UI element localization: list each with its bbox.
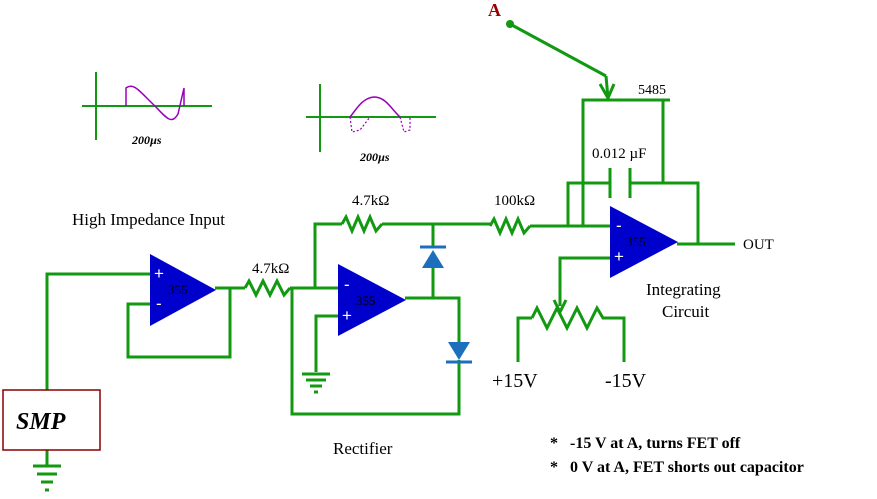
integrating-circuit-label-line1: Integrating: [646, 280, 721, 299]
integrating-circuit-label-line2: Circuit: [662, 302, 709, 321]
waveform-period-1: 200µs: [131, 133, 162, 147]
smp-box: [2, 389, 101, 451]
wire-integrator-plus: [558, 256, 610, 306]
wire-buffer-feedback: [126, 288, 232, 359]
fet-gate-arrow: [598, 75, 616, 102]
potentiometer-wiper[interactable]: [552, 299, 568, 316]
opamp-rectifier-plus: +: [342, 306, 352, 325]
wire-gate-a: [509, 22, 607, 78]
opamp-integrator-plus: +: [614, 247, 624, 266]
point-a-label: A: [488, 0, 501, 20]
wire-left-bus: [290, 288, 461, 416]
wire-integrator-left: [566, 181, 610, 226]
ground-rectifier: [302, 372, 330, 394]
waveform-sine: 200µs: [82, 72, 212, 147]
waveform-rectified: 200µs: [306, 84, 436, 164]
capacitor: [608, 168, 632, 198]
resistor-input: [243, 277, 292, 299]
wire-integrator-right: [630, 181, 700, 244]
out-label: OUT: [743, 237, 774, 253]
potentiometer: [530, 304, 608, 332]
wire-rectifier-ground: [314, 314, 340, 372]
notes: * -15 V at A, turns FET off * 0 V at A, …: [550, 435, 804, 476]
opamp-integrator-minus: -: [616, 216, 622, 235]
wire-pot-left: [516, 316, 532, 362]
capacitor-label: 0.012 µF: [592, 146, 647, 162]
fet-label: 5485: [638, 83, 666, 98]
wire-smp-to-buffer: [45, 272, 150, 390]
waveform-period-2: 200µs: [359, 150, 390, 164]
note-text-1: -15 V at A, turns FET off: [570, 435, 741, 452]
diode-upper: [420, 245, 446, 268]
circuit-wires: [45, 22, 735, 416]
opamp-buffer-model: 355: [168, 282, 188, 297]
wire-feedback-top: [313, 222, 342, 288]
point-a-terminal[interactable]: [506, 20, 514, 28]
wire-rectifier-out: [405, 296, 461, 345]
resistor-feedback: [340, 213, 384, 235]
minus15-label: -15V: [605, 370, 647, 392]
wire-fet-right: [627, 98, 665, 183]
r-integrator-label: 100kΩ: [494, 193, 535, 209]
opamp-rectifier: - + 355: [338, 264, 406, 336]
resistors: [243, 213, 608, 332]
wire-fet-left: [581, 98, 607, 226]
r-input-label: 4.7kΩ: [252, 261, 289, 277]
ground-smp: [33, 450, 61, 492]
opamp-rectifier-minus: -: [344, 275, 350, 294]
opamp-buffer-plus: +: [154, 264, 164, 283]
resistor-integrator: [488, 215, 532, 237]
smp-label: SMP: [16, 409, 66, 435]
opamp-buffer-minus: -: [156, 294, 162, 313]
opamp-buffer: + - 355: [150, 254, 216, 326]
note-text-2: 0 V at A, FET shorts out capacitor: [570, 459, 804, 476]
note-bullet-1: *: [550, 435, 558, 452]
wire-pot-right: [608, 316, 626, 362]
diode-lower: [446, 342, 472, 364]
high-impedance-input-label: High Impedance Input: [72, 210, 225, 229]
opamp-integrator-model: 355: [626, 234, 646, 249]
plus15-label: +15V: [492, 370, 538, 392]
r-feedback-label: 4.7kΩ: [352, 193, 389, 209]
rectifier-label: Rectifier: [333, 439, 393, 458]
opamp-rectifier-model: 355: [356, 293, 376, 308]
opamp-integrator: - + 355: [610, 206, 678, 278]
note-bullet-2: *: [550, 459, 558, 476]
